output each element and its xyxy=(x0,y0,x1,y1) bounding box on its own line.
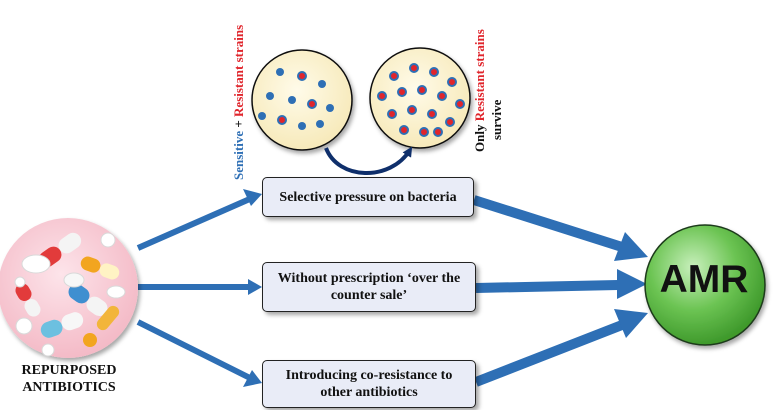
plus-text: + xyxy=(231,116,246,131)
arrow-otc-to-amr xyxy=(475,280,619,293)
survive-label: survive xyxy=(489,99,504,140)
resistant-strains-text: Resistant strains xyxy=(231,24,246,117)
sensitive-text: Sensitive xyxy=(231,130,246,180)
mixed-strains-label: Sensitive + Resistant strains xyxy=(231,25,246,180)
step-without-prescription: Without prescription ‘over the counter s… xyxy=(262,262,476,312)
petri-dish-mixed xyxy=(251,49,353,151)
arrowhead-pressure xyxy=(243,189,262,206)
arrowhead-coresistance xyxy=(243,370,262,387)
arrow-source-to-pressure xyxy=(136,195,254,251)
petri-dish-resistant xyxy=(369,47,471,149)
step-co-resistance: Introducing co-resistance to other antib… xyxy=(262,360,476,408)
amr-circle xyxy=(644,224,766,346)
only-text: Only xyxy=(472,121,487,152)
step-without-prescription-label: Without prescription ‘over the counter s… xyxy=(277,271,461,303)
pills-icon xyxy=(14,232,126,357)
repurposed-antibiotics-label: REPURPOSED ANTIBIOTICS xyxy=(21,363,117,395)
step-selective-pressure: Selective pressure on bacteria xyxy=(262,177,474,217)
only-resistant-label: Only Resistant strains xyxy=(472,29,487,152)
resistant-strains-survive-text: Resistant strains xyxy=(472,29,487,122)
selection-curve-arrow xyxy=(324,146,413,175)
step-selective-pressure-label: Selective pressure on bacteria xyxy=(279,189,457,205)
amr-label: AMR xyxy=(659,258,749,301)
arrowhead-amr-3 xyxy=(614,309,648,338)
main-arrows xyxy=(136,189,648,387)
arrow-pressure-to-amr xyxy=(472,195,624,252)
arrowhead-otc xyxy=(248,279,262,295)
arrowhead-amr-1 xyxy=(614,232,648,261)
arrow-coresistance-to-amr xyxy=(474,320,624,387)
pills-image xyxy=(0,218,138,358)
step-co-resistance-label: Introducing co-resistance to other antib… xyxy=(285,368,453,400)
arrow-source-to-coresistance xyxy=(136,319,252,381)
arrowhead-amr-2 xyxy=(617,269,647,299)
